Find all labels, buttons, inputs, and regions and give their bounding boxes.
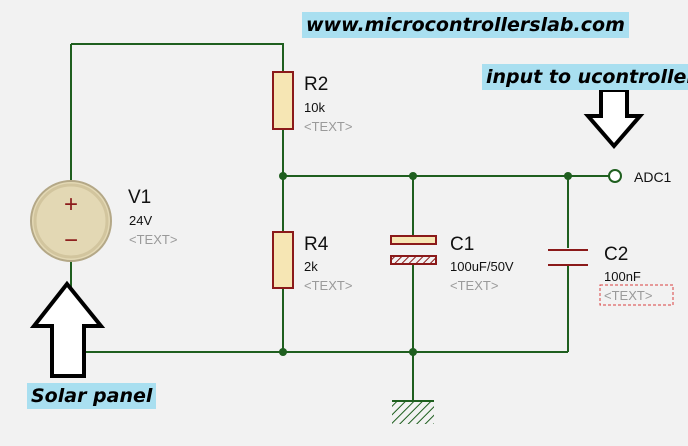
wires [70,43,609,400]
website-callout: www.microcontrollerslab.com [302,12,629,38]
junction-dot [564,172,572,180]
v1-value: 24V [129,213,152,228]
c2-selection-box [599,284,674,306]
r2-name: R2 [304,74,328,95]
c1-name: C1 [450,234,474,255]
c1-text-placeholder: <TEXT> [450,278,498,293]
junction-dot [279,348,287,356]
c2-value: 100nF [604,269,641,284]
adc-pin-label: ADC1 [634,169,672,185]
c1-value: 100uF/50V [450,259,514,274]
resistor-r4[interactable] [272,231,294,289]
r2-value: 10k [304,100,325,115]
junction-dot [279,172,287,180]
capacitor-c2[interactable] [548,249,588,266]
junction-dot [409,172,417,180]
adc-input-callout: input to ucontroller [482,64,688,90]
solar-panel-callout: Solar panel [27,383,157,409]
junction-dot [409,348,417,356]
adc-terminal[interactable] [608,169,622,183]
plus-sign: + [64,191,78,218]
wire-top [71,43,284,72]
r4-text-placeholder: <TEXT> [304,278,352,293]
r4-value: 2k [304,259,318,274]
voltage-source-v1[interactable]: + − [30,180,112,262]
hollow-down-arrow-icon [583,88,645,150]
r2-text-placeholder: <TEXT> [304,119,352,134]
capacitor-c1[interactable] [390,235,437,265]
r4-name: R4 [304,234,329,255]
c2-text-placeholder: <TEXT> [604,288,652,303]
resistor-r2[interactable] [272,71,294,130]
junctions [279,172,572,356]
v1-text-placeholder: <TEXT> [129,232,177,247]
v1-name: V1 [128,187,151,208]
hollow-up-arrow-icon [29,280,106,378]
ground-symbol [392,400,434,424]
c2-name: C2 [604,244,628,265]
minus-sign: − [64,227,78,254]
